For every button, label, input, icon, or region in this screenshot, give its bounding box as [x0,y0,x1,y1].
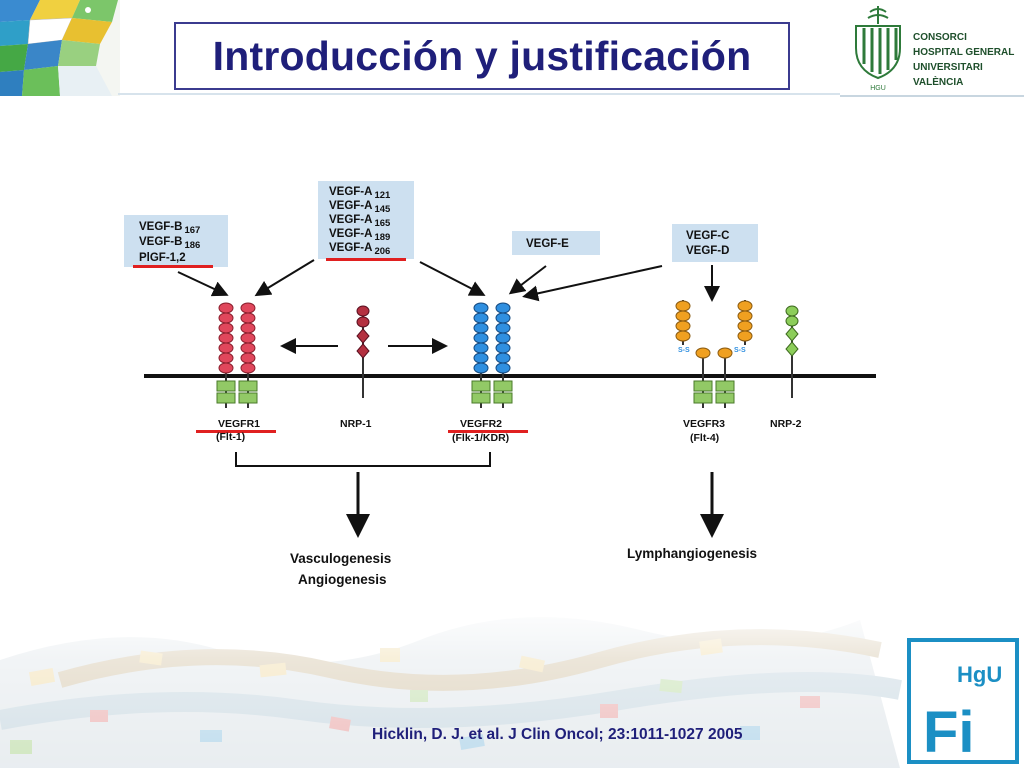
ligand-text: VEGF-A [329,200,372,212]
hgu-fi-logo: HgU Fi [907,638,1019,764]
ligand-text: VEGF-E [526,238,569,250]
ligand-box-vegfc-vegfd: VEGF-C VEGF-D [672,224,758,262]
hospital-line: CONSORCI [913,32,967,43]
receptor-nrp2: NRP-2 [770,305,802,430]
hospital-line: HOSPITAL GENERAL [913,47,1015,58]
hospital-line: UNIVERSITARI [913,62,983,73]
ligand-sub: 189 [374,232,390,243]
title-box: Introducción y justificación [174,22,790,90]
receptor-alias: (Flk-1/KDR) [452,432,509,444]
mosaic-decoration-bottom [0,600,1024,768]
receptor-alias: (Flt-1) [216,431,245,443]
ligand-text: PlGF-1,2 [139,252,186,264]
ligand-text: VEGF-A [329,214,372,226]
highlight-underline [326,258,406,261]
receptor-vegfr2: VEGFR2 (Flk-1/KDR) [448,302,528,444]
cell-membrane [144,374,876,378]
highlight-underline [133,265,213,268]
highlight-underline [196,430,276,433]
arrow-vegfa-to-vegfr1 [254,259,315,297]
ligand-sub: 206 [374,246,390,257]
arrow-vegfc-to-vegfr2 [522,265,663,302]
receptor-nrp1: NRP-1 [340,305,372,430]
ligand-text: VEGF-C [686,230,729,242]
ligand-text: VEGF-A [329,228,372,240]
ligand-text: VEGF-A [329,186,372,198]
receptor-name: NRP-2 [770,418,802,430]
header-divider-right [840,95,1024,97]
ligand-sub: 165 [374,218,391,229]
ligand-sub: 186 [184,240,200,251]
mosaic-decoration-top-left [0,0,120,96]
receptor-vegfr1: VEGFR1 (Flt-1) [196,302,276,443]
ligand-text: VEGF-B [139,236,182,248]
arrow-vegfb-to-vegfr1 [177,271,229,297]
outcome-label: Lymphangiogenesis [627,546,757,561]
disulfide-label: S-S [734,347,746,354]
logo-top-text: HgU [957,662,1002,687]
outcome-label: Vasculogenesis [290,551,391,566]
ligand-sub: 145 [374,204,391,215]
receptor-name: VEGFR3 [683,418,725,430]
highlight-underline [448,430,528,433]
ligand-sub: 121 [374,190,391,201]
disulfide-label: S-S [678,347,690,354]
receptor-name: NRP-1 [340,418,372,430]
emblem-letters: HGU [870,85,886,92]
arrow-vegfa-to-vegfr2 [419,261,486,296]
receptor-alias: (Flt-4) [690,432,719,444]
ligand-text: VEGF-B [139,221,182,233]
hospital-name: CONSORCI HOSPITAL GENERAL UNIVERSITARI V… [913,30,1014,90]
ligand-text: VEGF-D [686,245,729,257]
receptor-name: VEGFR2 [460,418,502,430]
receptor-name: VEGFR1 [218,418,260,430]
ligand-box-vegfe: VEGF-E [512,231,600,255]
bracket-vegfr1-vegfr2 [235,452,491,467]
slide-title: Introducción y justificación [212,32,752,79]
hospital-emblem-icon: HGU [855,6,901,92]
arrow-vegfe-to-vegfr2 [508,265,547,295]
outcome-label: Angiogenesis [298,572,387,587]
citation: Hicklin, D. J. et al. J Clin Oncol; 23:1… [372,726,743,743]
hospital-line: VALÈNCIA [913,77,964,88]
header-divider [118,93,840,95]
receptor-vegfr3: S-S S-S VEGFR3 (Flt-4) [675,300,753,444]
logo-bottom-text: Fi [923,700,975,760]
ligand-sub: 167 [184,225,200,236]
ligand-text: VEGF-A [329,242,372,254]
hgu-fi-logo-icon: HgU Fi [923,662,1002,760]
